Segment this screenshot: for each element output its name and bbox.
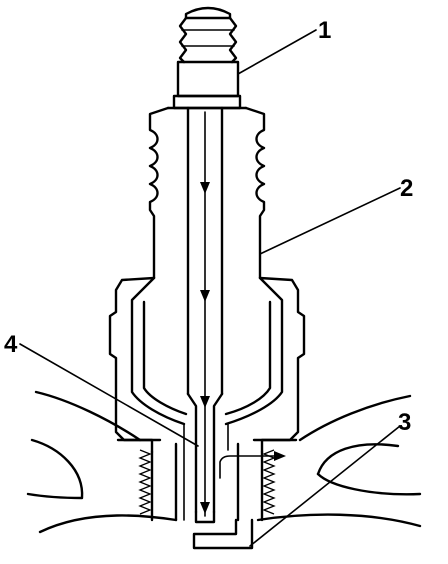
callout-2: 2 — [400, 175, 413, 202]
ground-electrode — [192, 518, 254, 550]
callouts: 1 2 3 4 — [4, 17, 413, 436]
leader-line-2 — [259, 187, 401, 255]
insulator — [148, 106, 266, 280]
callout-3: 3 — [398, 409, 411, 436]
callout-1: 1 — [318, 17, 331, 44]
center-electrode — [186, 106, 224, 524]
leader-lines — [19, 29, 401, 547]
callout-4: 4 — [4, 331, 18, 358]
arrow-right — [274, 451, 286, 461]
leader-line-4 — [19, 343, 199, 447]
terminal-nut — [172, 6, 242, 110]
leader-line-1 — [237, 29, 317, 75]
cylinder-head — [26, 390, 422, 534]
arrow-spark-path — [219, 455, 277, 479]
arrow-down-2 — [200, 290, 210, 302]
metal-shell — [108, 276, 306, 454]
arrow-down-4 — [200, 502, 210, 514]
leader-line-3 — [249, 425, 401, 547]
arrow-down-3 — [200, 396, 210, 408]
arrow-down-1 — [200, 182, 210, 194]
flow-arrows — [200, 182, 286, 514]
